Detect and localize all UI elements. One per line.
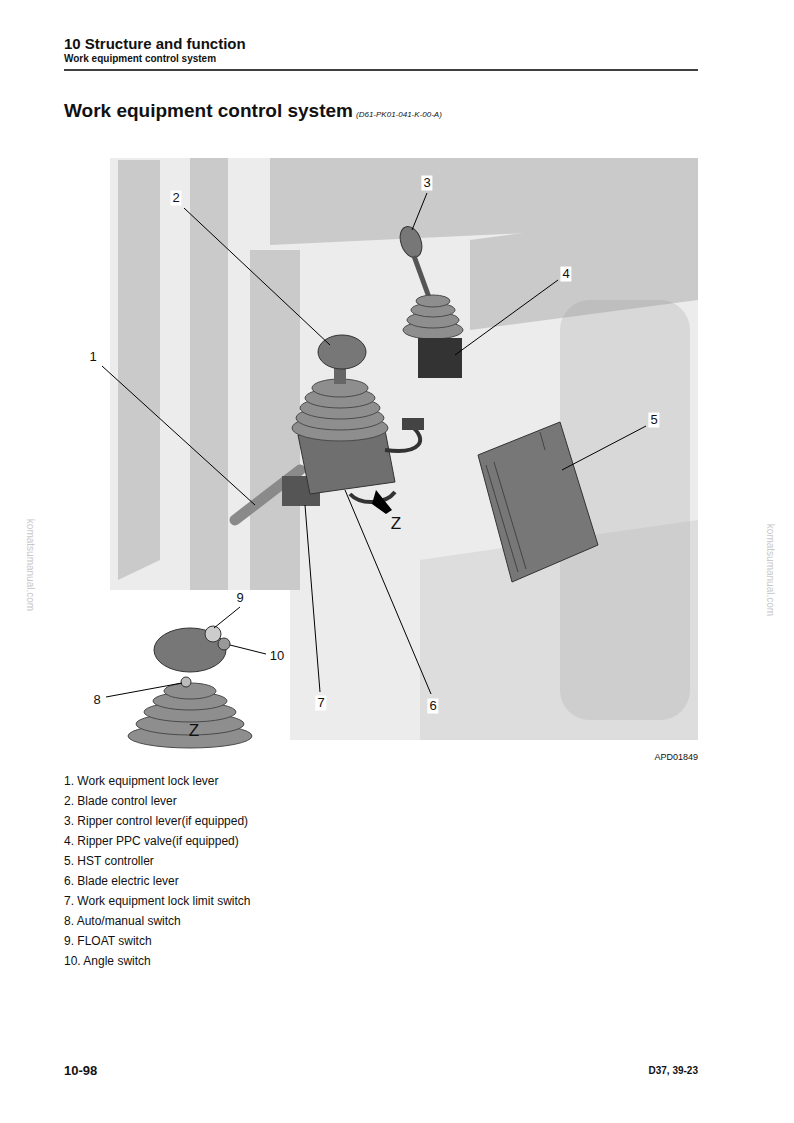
ripper-ppc-valve [418,338,462,378]
inset-boot [128,683,252,748]
fin [486,465,518,572]
cable [350,492,395,502]
leader-line [305,505,320,692]
lever-boot [292,379,388,441]
part-list-item: 4. Ripper PPC valve(if equipped) [64,835,239,849]
callout-number: 6 [427,699,438,714]
ripper-boot [403,295,463,339]
boot-fold [416,295,450,307]
view-letter: Z [391,514,401,534]
callout-number: 1 [87,350,98,365]
leader-line [562,426,646,470]
part-list-item: 3. Ripper control lever(if equipped) [64,815,248,829]
part-list-item: 10. Angle switch [64,955,151,969]
document-code: (D61-PK01-041-K-00-A) [356,110,442,119]
leader-line [412,193,427,230]
leader-line [455,280,558,355]
callout-number: 8 [91,693,102,708]
cab-pillar [250,250,300,590]
fin [494,462,526,569]
callout-number: 10 [268,649,286,664]
ripper-shaft [414,256,430,300]
cab-pillar [118,160,160,580]
watermark: komatsumanual.com [764,524,776,616]
part-list-item: 1. Work equipment lock lever [64,775,219,789]
connector [402,418,424,430]
cab-pillar [190,158,228,590]
ripper-knob [396,224,426,261]
section-heading: 10 Structure and function [64,35,246,52]
subsection-heading: Work equipment control system [64,53,216,65]
part-list-item: 9. FLOAT switch [64,935,152,949]
part-list-item: 5. HST controller [64,855,154,869]
page-number: 10-98 [64,1064,97,1079]
leader-line [230,645,266,654]
part-list-item: 6. Blade electric lever [64,875,179,889]
leader-line [214,607,240,628]
hst-controller [478,422,598,582]
header-rule [64,69,698,71]
watermark: komatsumanual.com [24,519,36,611]
callout-number: 9 [234,591,245,606]
view-arrow [372,490,392,514]
auto-manual-switch [181,677,191,687]
leader-line [345,490,431,694]
callout-number: 4 [560,267,571,282]
fin [540,432,545,450]
view-letter: Z [189,721,199,741]
callout-number: 2 [170,191,181,206]
part-list-item: 8. Auto/manual switch [64,915,181,929]
callout-number: 3 [421,176,432,191]
page-title: Work equipment control system [64,100,353,122]
leader-line [184,208,330,345]
leader-line [106,683,182,697]
float-switch [205,626,221,642]
angle-switch [218,638,230,650]
callout-number: 7 [315,696,326,711]
leader-lines [102,193,646,697]
controller-fins [486,432,545,572]
part-list-item: 2. Blade control lever [64,795,177,809]
part-list-item: 7. Work equipment lock limit switch [64,895,251,909]
illustration-ground [110,158,698,740]
leader-line [102,366,255,505]
figure-code: APD01849 [654,752,698,762]
model-code: D37, 39-23 [649,1065,698,1077]
callout-number: 5 [648,413,659,428]
